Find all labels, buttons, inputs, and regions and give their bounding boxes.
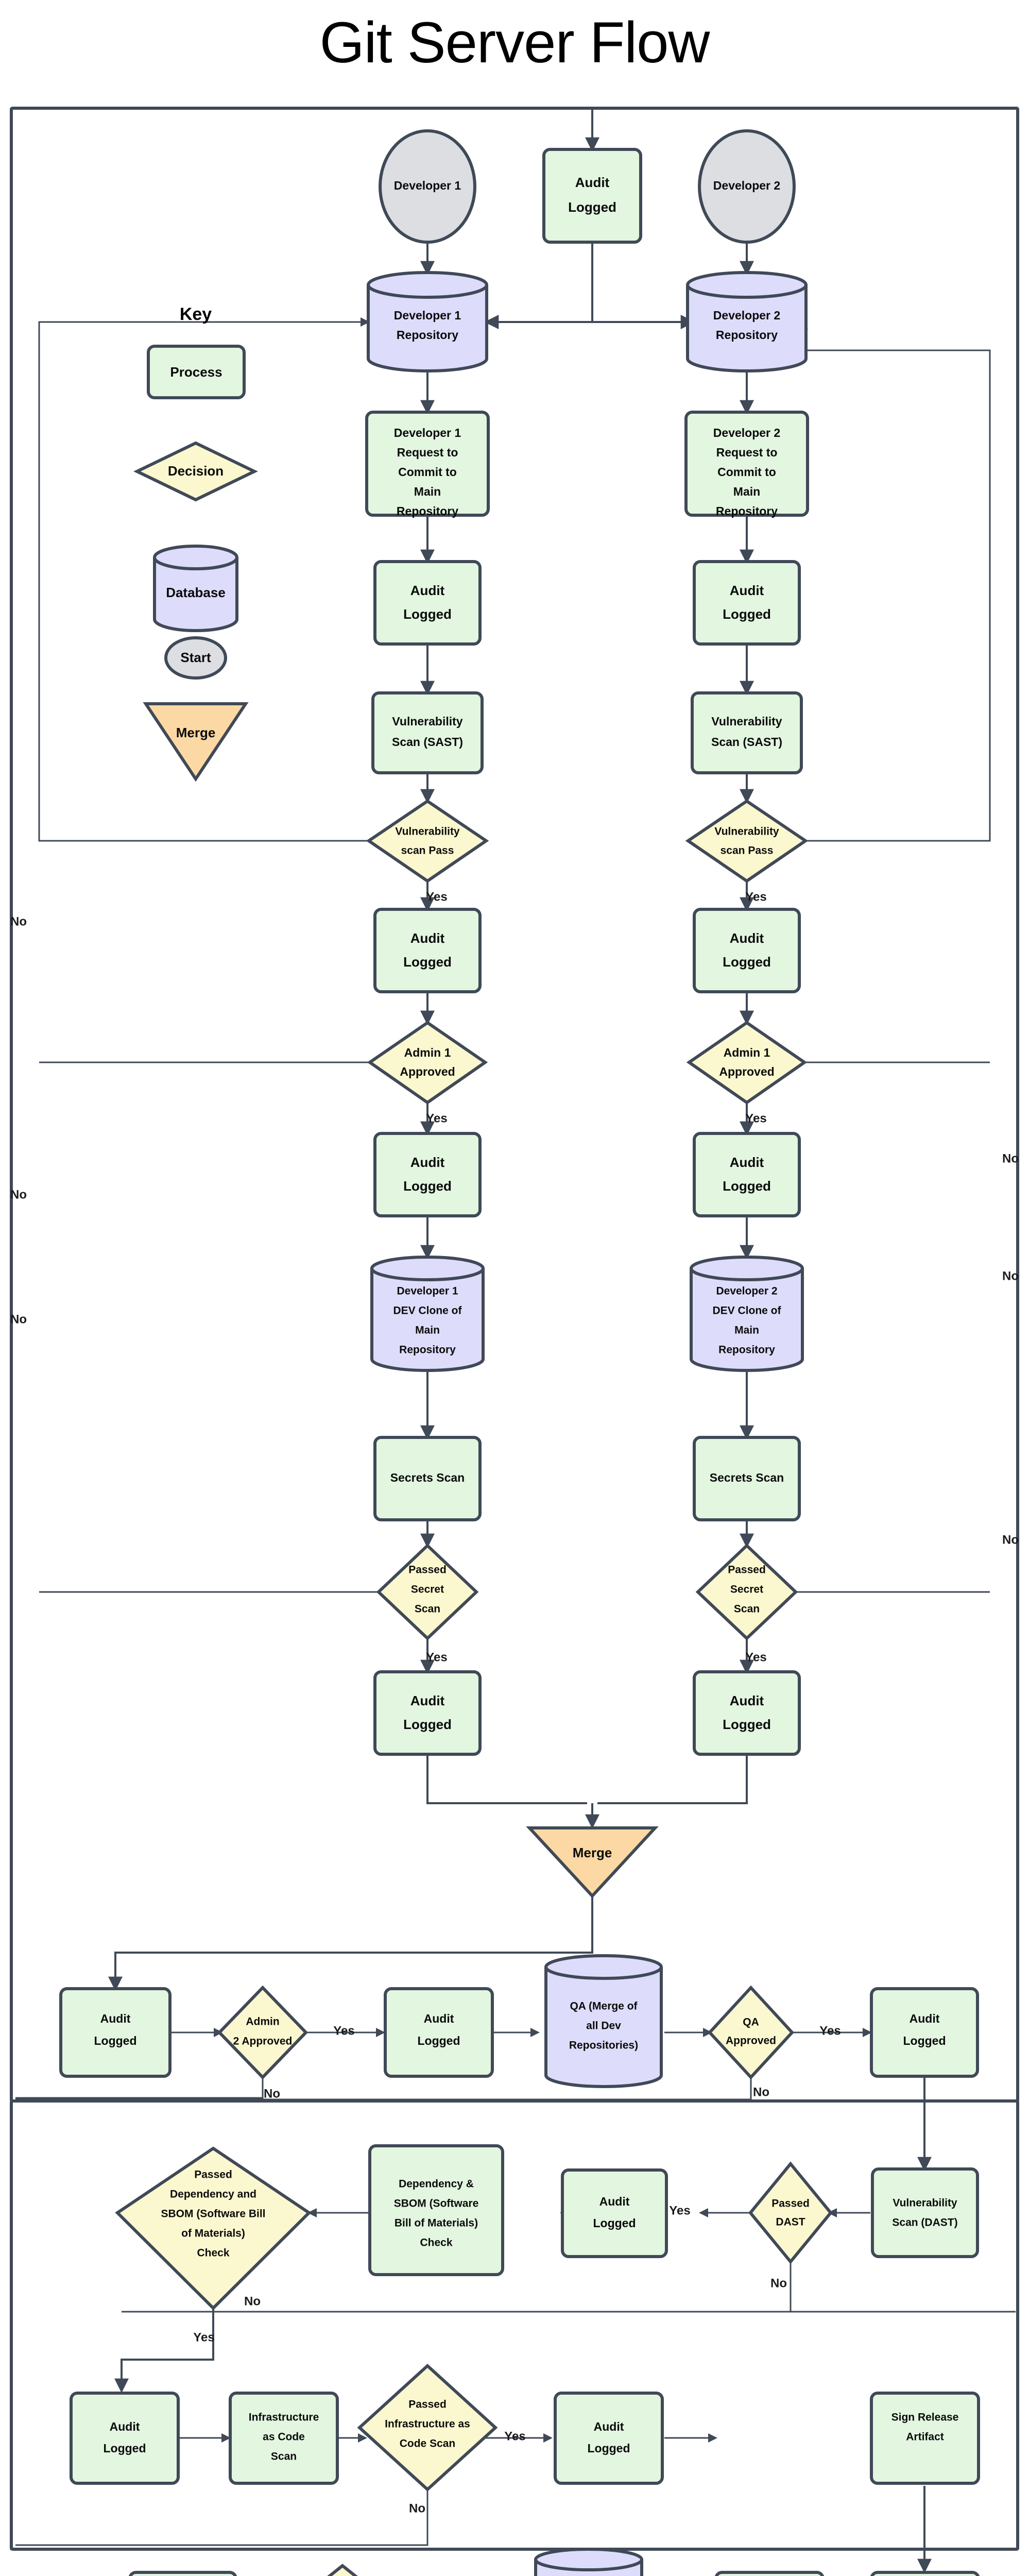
edge-label-yes: Yes (426, 890, 447, 904)
node-dev1-request[interactable]: Developer 1 Request to Commit to Main Re… (365, 411, 490, 518)
node-secret-pass-r[interactable]: Passed Secret Scan (695, 1543, 798, 1641)
node-audit-i1[interactable]: Audit Logged (70, 2392, 180, 2485)
edge-label-no: No (10, 914, 27, 928)
node-qa-approved[interactable]: QA Approved (707, 1985, 795, 2080)
edge-label-no: No (753, 2085, 769, 2099)
node-secrets-r[interactable]: Secrets Scan (693, 1436, 801, 1521)
node-dev1-repo[interactable]: Developer 1 Repository (367, 271, 488, 372)
key-heading: Key (180, 304, 212, 324)
node-audit-m2[interactable]: Audit Logged (384, 1987, 494, 2078)
edge-label-yes: Yes (333, 2024, 354, 2038)
node-audit-r3[interactable]: Audit Logged (693, 1132, 801, 1217)
edge-label-no: No (409, 2501, 425, 2515)
key-item-start: Start (164, 636, 227, 680)
edge-label-yes: Yes (745, 890, 766, 904)
node-iac-scan[interactable]: Infrastructure as Code Scan (229, 2392, 339, 2485)
edge-group (15, 110, 1016, 2573)
node-store-artifact[interactable]: Store Signed Artifact in Secure Rep (870, 2571, 980, 2576)
node-sast-pass-r[interactable]: Vulnerability scan Pass (685, 799, 809, 883)
edge-label-no: No (1002, 1533, 1019, 1547)
container-lower (10, 2099, 1019, 2551)
node-passed-sbom[interactable]: Passed Dependency and SBOM (Software Bil… (115, 2146, 312, 2311)
node-qa-repo[interactable]: QA (Merge of all Dev Repositories) (544, 1954, 663, 2088)
node-passed-iac[interactable]: Passed Infrastructure as Code Scan (357, 2363, 498, 2492)
node-audit-m3[interactable]: Audit Logged (870, 1987, 979, 2078)
edge-label-yes: Yes (426, 1111, 447, 1125)
edge-label-no: No (1002, 1269, 1019, 1283)
node-admin2[interactable]: Admin 2 Approved (217, 1985, 308, 2080)
node-audit-r4[interactable]: Audit Logged (693, 1670, 801, 1756)
node-admin1-r[interactable]: Admin 1 Approved (686, 1021, 808, 1105)
edge-label-yes: Yes (745, 1650, 766, 1664)
container-main (10, 107, 1019, 2103)
node-sast-pass-l[interactable]: Vulnerability scan Pass (366, 799, 489, 883)
edge-label-no: No (244, 2294, 261, 2308)
node-secret-pass-l[interactable]: Passed Secret Scan (376, 1543, 479, 1641)
node-audit-r2[interactable]: Audit Logged (693, 908, 801, 993)
node-audit-m1[interactable]: Audit Logged (59, 1987, 172, 2078)
node-sast-l[interactable]: Vulnerability Scan (SAST) (371, 691, 484, 774)
edge-label-group: Yes Yes Yes Yes Yes Yes No No No No No N… (10, 890, 1019, 2515)
edge-label-no: No (10, 1312, 27, 1326)
node-sbom-check[interactable]: Dependency & SBOM (Software Bill of Mate… (368, 2144, 504, 2276)
node-admin1-l[interactable]: Admin 1 Approved (367, 1021, 488, 1105)
node-audit-l1[interactable]: Audit Logged (373, 560, 482, 646)
node-secrets-l[interactable]: Secrets Scan (373, 1436, 482, 1521)
node-sast-r[interactable]: Vulnerability Scan (SAST) (691, 691, 803, 774)
node-dev2-repo[interactable]: Developer 2 Repository (686, 271, 808, 372)
edge-label-no: No (770, 2276, 787, 2290)
node-super-admin[interactable]: Super Admin Approved (281, 2564, 404, 2576)
node-dev2-start[interactable]: Developer 2 (698, 129, 796, 244)
edge-label-no: No (10, 1188, 27, 1201)
node-audit-r1[interactable]: Audit Logged (693, 560, 801, 646)
node-audit-i2[interactable]: Audit Logged (554, 2392, 664, 2485)
edge-label-yes: Yes (669, 2204, 690, 2217)
node-audit-l4[interactable]: Audit Logged (373, 1670, 482, 1756)
node-merge[interactable]: Merge (526, 1826, 659, 1899)
node-stage-repo[interactable]: Stage (QA Approved Version Repository) (534, 2548, 643, 2576)
node-dast-scan[interactable]: Vulnerability Scan (DAST) (871, 2167, 979, 2258)
node-dev2-clone[interactable]: Developer 2 DEV Clone of Main Repository (690, 1256, 804, 1372)
edge-label-yes: Yes (819, 2024, 841, 2038)
edge-label-yes: Yes (193, 2330, 214, 2344)
node-audit-top[interactable]: Audit Logged (542, 148, 642, 244)
node-dev2-request[interactable]: Developer 2 Request to Commit to Main Re… (684, 411, 809, 518)
page-title: Git Server Flow (319, 10, 710, 75)
edge-label-yes: Yes (504, 2429, 525, 2443)
key-item-process: Process (147, 345, 246, 399)
node-audit-s1[interactable]: Audit Logged (714, 2571, 825, 2576)
edge-label-yes: Yes (745, 1111, 766, 1125)
node-dev1-start[interactable]: Developer 1 (379, 129, 476, 244)
node-passed-dast[interactable]: Passed DAST (748, 2161, 833, 2264)
key-item-merge: Merge (143, 702, 249, 782)
key-item-decision: Decision (133, 441, 258, 502)
node-sign-artifact[interactable]: Sign Release Artifact (870, 2392, 980, 2485)
node-audit-s2[interactable]: Audit Logged (128, 2571, 237, 2576)
edge-label-no: No (1002, 1151, 1019, 1165)
edge-label-yes: Yes (426, 1650, 447, 1664)
key-item-database: Database (153, 545, 238, 632)
key-legend: Key Process Decision Database Start Me (133, 304, 258, 782)
node-audit-l3[interactable]: Audit Logged (373, 1132, 482, 1217)
node-audit-d1[interactable]: Audit Logged (561, 2168, 668, 2258)
node-audit-l2[interactable]: Audit Logged (373, 908, 482, 993)
node-dev1-clone[interactable]: Developer 1 DEV Clone of Main Repository (370, 1256, 485, 1372)
edge-label-no: No (264, 2087, 280, 2100)
